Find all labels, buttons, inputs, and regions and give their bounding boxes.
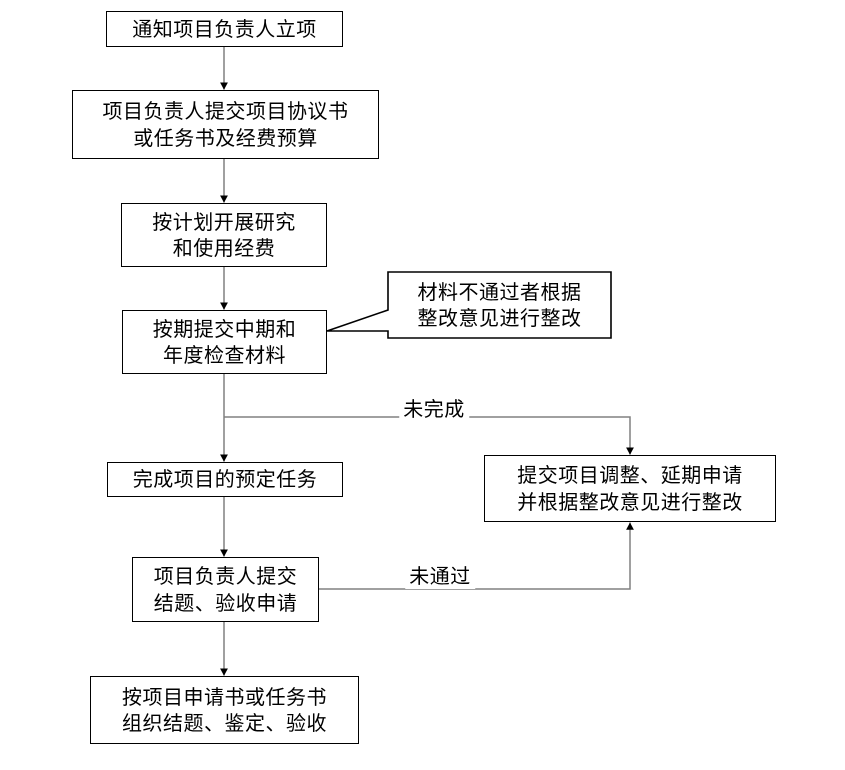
node-finish-tasks-label: 完成项目的预定任务 bbox=[132, 467, 318, 492]
edge-label-not-finished: 未完成 bbox=[399, 393, 469, 422]
node-finish-tasks[interactable]: 完成项目的预定任务 bbox=[107, 462, 343, 497]
node-midterm-check[interactable]: 按期提交中期和 年度检查材料 bbox=[122, 310, 327, 374]
node-organize-acceptance[interactable]: 按项目申请书或任务书 组织结题、鉴定、验收 bbox=[90, 676, 359, 744]
node-research-plan[interactable]: 按计划开展研究 和使用经费 bbox=[121, 203, 327, 267]
node-midterm-check-label: 按期提交中期和 年度检查材料 bbox=[152, 316, 297, 367]
rectify-callout[interactable]: 材料不通过者根据 整改意见进行整改 bbox=[388, 272, 611, 338]
edge-label-not-passed-text: 未通过 bbox=[409, 564, 471, 588]
node-adjust-extend[interactable]: 提交项目调整、延期申请 并根据整改意见进行整改 bbox=[484, 455, 776, 522]
node-adjust-extend-label: 提交项目调整、延期申请 并根据整改意见进行整改 bbox=[517, 463, 743, 514]
connector-midterm-to-adjust bbox=[224, 416, 634, 455]
node-apply-acceptance-label: 项目负责人提交 结题、验收申请 bbox=[153, 564, 298, 615]
node-organize-acceptance-label: 按项目申请书或任务书 组织结题、鉴定、验收 bbox=[122, 684, 327, 735]
node-submit-agreement[interactable]: 项目负责人提交项目协议书 或任务书及经费预算 bbox=[72, 90, 379, 159]
node-research-plan-label: 按计划开展研究 和使用经费 bbox=[152, 209, 296, 260]
node-notify[interactable]: 通知项目负责人立项 bbox=[106, 11, 343, 47]
edge-label-not-finished-text: 未完成 bbox=[403, 397, 465, 421]
edge-label-not-passed: 未通过 bbox=[405, 560, 475, 589]
connector-apply-to-adjust bbox=[319, 522, 634, 590]
rectify-callout-label: 材料不通过者根据 整改意见进行整改 bbox=[417, 279, 582, 330]
node-submit-agreement-label: 项目负责人提交项目协议书 或任务书及经费预算 bbox=[102, 99, 349, 150]
node-notify-label: 通知项目负责人立项 bbox=[132, 16, 317, 41]
node-apply-acceptance[interactable]: 项目负责人提交 结题、验收申请 bbox=[132, 557, 319, 622]
